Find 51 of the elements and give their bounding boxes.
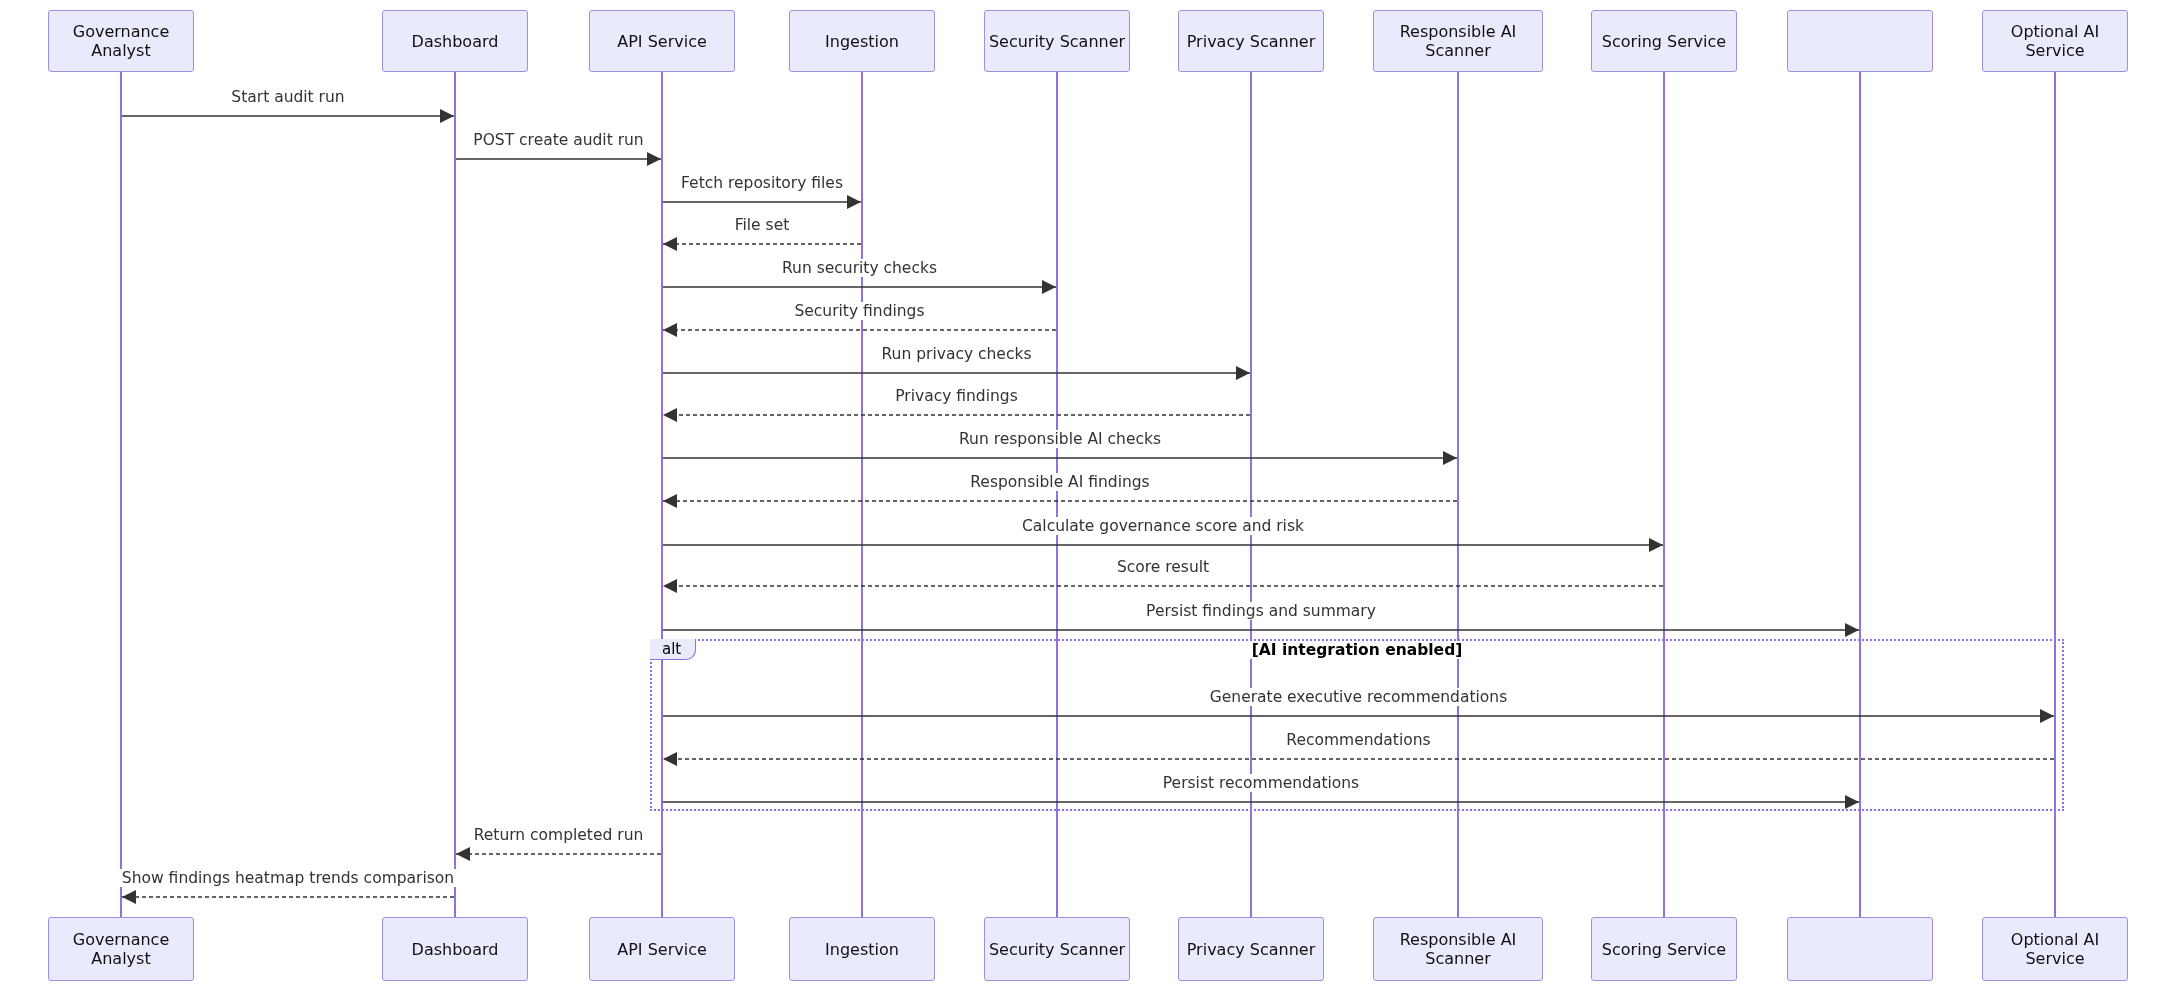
message-arrow [662, 194, 862, 210]
lifeline [1663, 72, 1665, 917]
participant-box: Privacy Scanner [1178, 917, 1324, 981]
participant-box: Governance Analyst [48, 10, 194, 72]
participant-box [1787, 917, 1933, 981]
participant-box: Governance Analyst [48, 917, 194, 981]
message-arrow [662, 622, 1860, 638]
participant-box: Responsible AI Scanner [1373, 10, 1543, 72]
message-arrow [662, 407, 1251, 423]
participant-box: Optional AI Service [1982, 917, 2128, 981]
lifeline [661, 72, 663, 917]
participant-box: Ingestion [789, 917, 935, 981]
lifeline [1250, 72, 1252, 917]
message-arrow [662, 450, 1458, 466]
lifeline [1056, 72, 1058, 917]
message-arrow [455, 846, 662, 862]
participant-box: API Service [589, 917, 735, 981]
message-arrow [662, 708, 2055, 724]
message-arrow [662, 578, 1664, 594]
message-label: Calculate governance score and risk [1019, 517, 1307, 535]
message-arrow [662, 279, 1057, 295]
message-arrow [662, 365, 1251, 381]
participant-box [1787, 10, 1933, 72]
message-arrow [662, 751, 2055, 767]
message-arrow [662, 493, 1458, 509]
lifeline [454, 72, 456, 917]
participant-box: Security Scanner [984, 917, 1130, 981]
participant-box: Privacy Scanner [1178, 10, 1324, 72]
message-arrow [662, 537, 1664, 553]
message-arrow [455, 151, 662, 167]
participant-box: Scoring Service [1591, 10, 1737, 72]
participant-box: Responsible AI Scanner [1373, 917, 1543, 981]
participant-box: Optional AI Service [1982, 10, 2128, 72]
lifeline [2054, 72, 2056, 917]
participant-box: Security Scanner [984, 10, 1130, 72]
participant-box: API Service [589, 10, 735, 72]
participant-box: Dashboard [382, 10, 528, 72]
participant-box: Dashboard [382, 917, 528, 981]
lifeline [1859, 72, 1861, 917]
frame-tag: alt [650, 639, 697, 660]
message-arrow [662, 794, 1860, 810]
participant-box: Scoring Service [1591, 917, 1737, 981]
message-arrow [121, 108, 455, 124]
message-arrow [662, 322, 1057, 338]
lifeline [120, 72, 122, 917]
lifeline [1457, 72, 1459, 917]
message-label: Show findings heatmap trends comparison [118, 869, 458, 887]
lifeline [861, 72, 863, 917]
message-arrow [662, 236, 862, 252]
participant-box: Ingestion [789, 10, 935, 72]
message-arrow [121, 889, 455, 905]
